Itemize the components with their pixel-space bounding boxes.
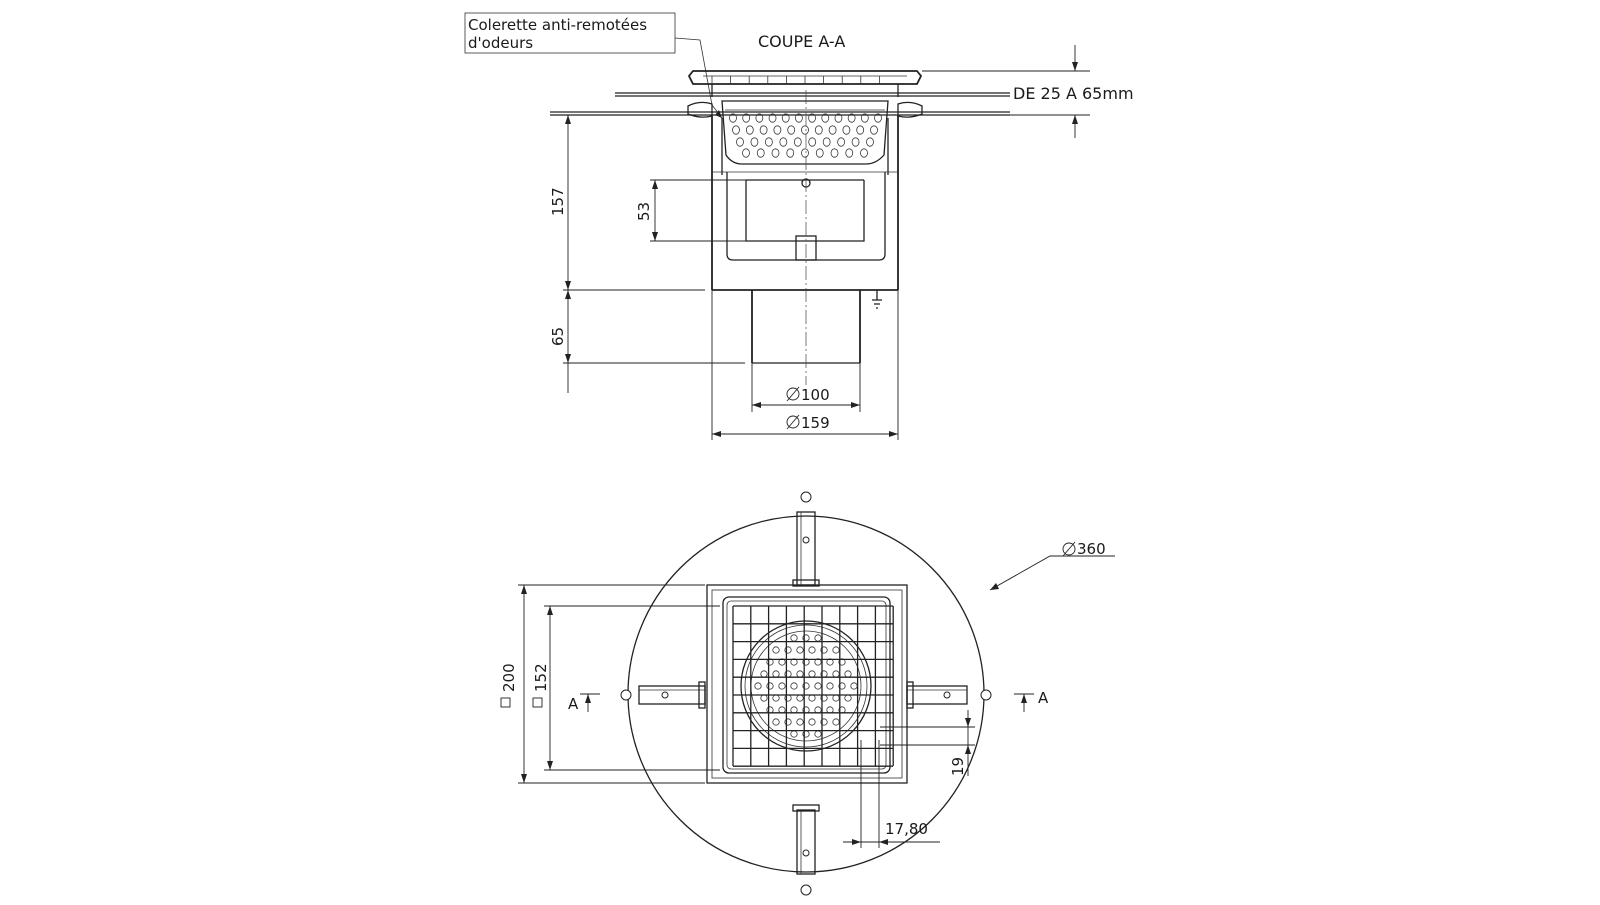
svg-text:100: 100	[801, 386, 830, 404]
upper-flange	[615, 70, 1010, 97]
svg-text:53: 53	[635, 202, 653, 221]
body-square	[706, 584, 908, 784]
strainer-basket	[721, 100, 889, 165]
dim-bar-pitch: 17,80	[843, 740, 940, 848]
odour-collar-note: Colerette anti-remotées d'odeurs	[464, 12, 723, 119]
dim-flange-diameter: 360	[989, 540, 1115, 591]
svg-text:152: 152	[532, 663, 550, 692]
svg-text:A: A	[568, 695, 579, 713]
dim-outlet-height: 65	[549, 290, 745, 393]
section-marker-left: A	[568, 693, 600, 713]
dim-outlet-diameter: 100	[751, 363, 861, 412]
plan-view: A A 200 152	[500, 491, 1115, 896]
dim-trap-depth: 53	[635, 179, 800, 242]
section-view: Colerette anti-remotées d'odeurs COUPE A…	[464, 12, 1134, 440]
dim-bar-width: 19	[880, 710, 975, 776]
svg-text:A: A	[1038, 689, 1049, 707]
svg-text:360: 360	[1077, 540, 1106, 558]
dim-body-square: 200	[500, 584, 705, 784]
note-line-2: d'odeurs	[468, 34, 533, 52]
dim-adjust-range: DE 25 A 65mm	[922, 45, 1134, 138]
note-line-1: Colerette anti-remotées	[468, 16, 647, 34]
grating	[732, 605, 894, 767]
svg-text:19: 19	[949, 757, 967, 776]
section-marker-right: A	[1014, 689, 1049, 712]
basket-plan	[740, 620, 872, 752]
svg-text:159: 159	[801, 414, 830, 432]
drain-body	[711, 115, 899, 291]
svg-text:200: 200	[500, 663, 518, 692]
adjust-range-label: DE 25 A 65mm	[1013, 84, 1134, 103]
outlet-pipe	[751, 290, 882, 364]
dim-grate-square: 152	[532, 605, 720, 771]
dim-body-height: 157	[549, 114, 705, 291]
svg-text:65: 65	[549, 327, 567, 346]
dim-body-diameter: 159	[711, 290, 899, 440]
svg-text:157: 157	[549, 187, 567, 216]
svg-text:17,80: 17,80	[885, 820, 928, 838]
mounting-arms	[620, 491, 992, 896]
flange-circle	[627, 515, 985, 873]
section-title: COUPE A-A	[758, 32, 845, 51]
